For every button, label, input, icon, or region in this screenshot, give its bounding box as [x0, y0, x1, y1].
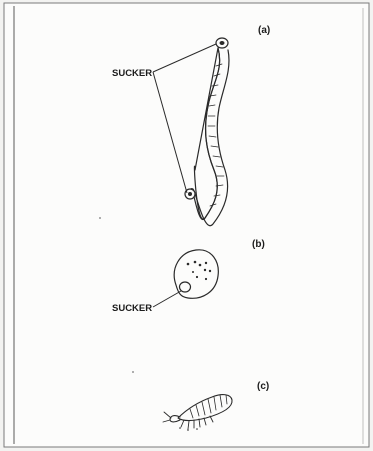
- panel-b-label: (b): [252, 239, 265, 250]
- figure-sheet: [4, 3, 369, 447]
- sucker-label-a: SUCKER: [112, 68, 152, 79]
- panel-a-label: (a): [258, 25, 270, 36]
- contracted-sucker: [180, 282, 191, 292]
- panel-c-label: (c): [257, 381, 269, 392]
- sucker-label-b: SUCKER: [112, 303, 152, 314]
